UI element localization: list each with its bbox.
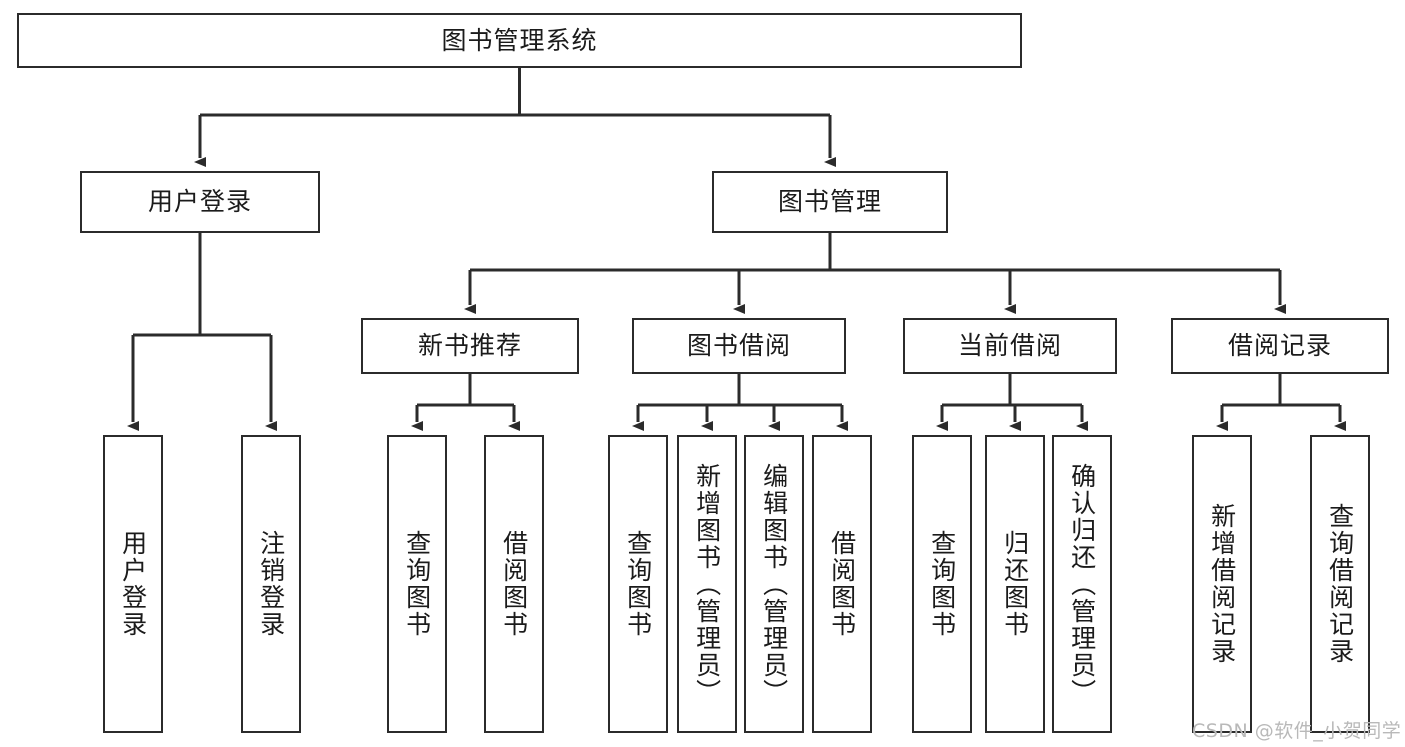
csdn-watermark: CSDN @软件_小贺同学 (1192, 720, 1402, 742)
node-leaf-query-borrow-record[interactable]: 查询借阅记录 (1310, 435, 1370, 733)
node-leaf-query-book-borrow[interactable]: 查询图书 (608, 435, 668, 733)
node-label: 图书管理系统 (441, 25, 598, 55)
node-label: 用户登录 (147, 187, 252, 217)
node-leaf-user-login[interactable]: 用户登录 (103, 435, 163, 733)
node-label: 新增图书（管理员） (692, 462, 722, 706)
node-user-login[interactable]: 用户登录 (80, 171, 320, 233)
node-leaf-user-logout[interactable]: 注销登录 (241, 435, 301, 733)
node-label: 新书推荐 (417, 331, 522, 361)
node-label: 查询图书 (402, 530, 432, 638)
node-label: 借阅记录 (1227, 331, 1332, 361)
node-label: 当前借阅 (957, 331, 1062, 361)
node-leaf-borrow-book-borrow[interactable]: 借阅图书 (812, 435, 872, 733)
node-label: 用户登录 (118, 530, 148, 638)
node-label: 归还图书 (1000, 530, 1030, 638)
node-borrow-record[interactable]: 借阅记录 (1171, 318, 1389, 374)
node-leaf-add-book-admin[interactable]: 新增图书（管理员） (677, 435, 737, 733)
node-label: 确认归还（管理员） (1067, 462, 1097, 706)
node-label: 图书管理 (777, 187, 882, 217)
node-book-borrow[interactable]: 图书借阅 (632, 318, 846, 374)
node-label: 借阅图书 (499, 530, 529, 638)
node-current-borrow[interactable]: 当前借阅 (903, 318, 1117, 374)
node-leaf-borrow-book-rec[interactable]: 借阅图书 (484, 435, 544, 733)
node-leaf-edit-book-admin[interactable]: 编辑图书（管理员） (744, 435, 804, 733)
node-label: 查询借阅记录 (1325, 503, 1355, 665)
node-leaf-confirm-return-admin[interactable]: 确认归还（管理员） (1052, 435, 1112, 733)
node-leaf-add-borrow-record[interactable]: 新增借阅记录 (1192, 435, 1252, 733)
node-leaf-return-book[interactable]: 归还图书 (985, 435, 1045, 733)
node-root[interactable]: 图书管理系统 (17, 13, 1022, 68)
node-label: 借阅图书 (827, 530, 857, 638)
node-leaf-query-book-rec[interactable]: 查询图书 (387, 435, 447, 733)
node-label: 图书借阅 (686, 331, 791, 361)
node-leaf-query-book-current[interactable]: 查询图书 (912, 435, 972, 733)
node-label: 查询图书 (927, 530, 957, 638)
node-book-manage[interactable]: 图书管理 (712, 171, 948, 233)
node-new-book-recommend[interactable]: 新书推荐 (361, 318, 579, 374)
node-label: 编辑图书（管理员） (759, 462, 789, 706)
node-label: 查询图书 (623, 530, 653, 638)
node-label: 注销登录 (256, 530, 286, 638)
node-label: 新增借阅记录 (1207, 503, 1237, 665)
